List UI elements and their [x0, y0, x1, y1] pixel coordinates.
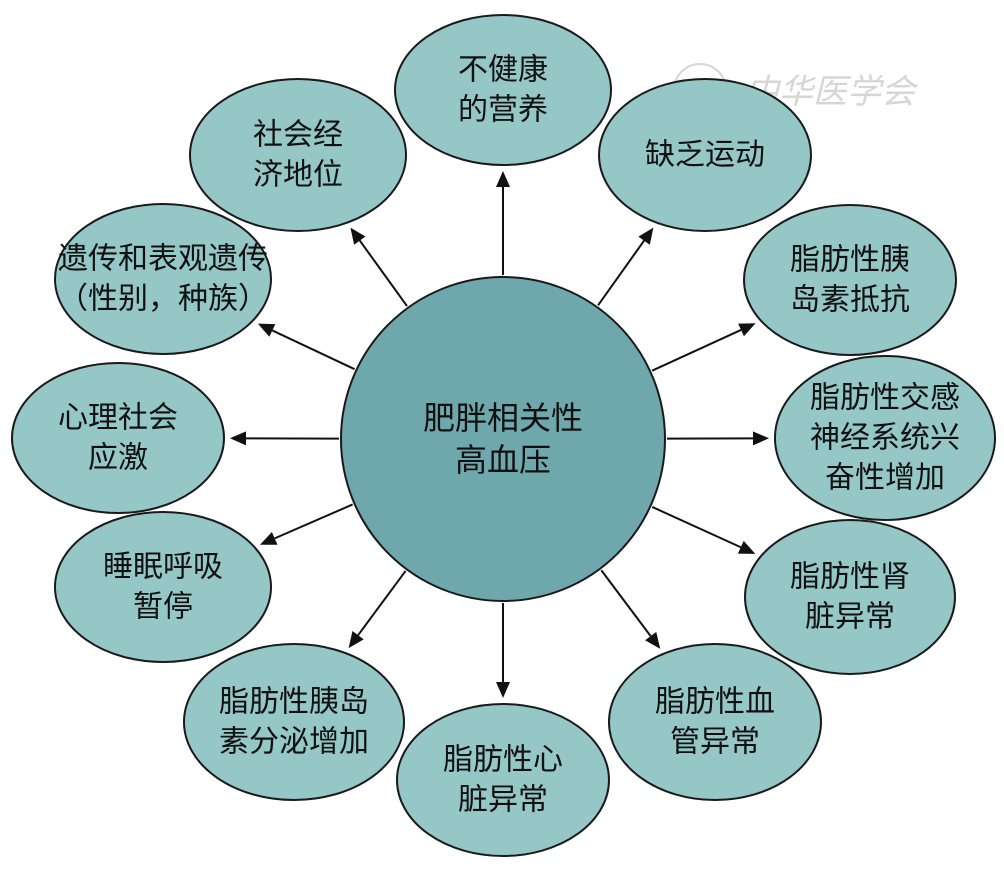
- node-label-unhealthy-nutrition-line-2: 的营养: [458, 93, 548, 128]
- node-label-adipose-insulin-resistance-line-2: 岛素抵抗: [790, 283, 910, 318]
- node-ellipse-adipose-cardiac: [396, 703, 610, 857]
- node-ellipse-socioeconomic: [189, 78, 407, 232]
- arrow-to-sleep-apnea: [274, 503, 354, 540]
- arrow-head-socioeconomic: [350, 227, 366, 245]
- node-label-socioeconomic-line-1: 社会经: [253, 118, 343, 153]
- node-label-genetics-line-2: （性别，种族）: [58, 282, 268, 317]
- node-ellipse-adipose-insulin-secretion: [183, 643, 405, 801]
- node-ellipse-adipose-renal: [744, 519, 956, 675]
- arrows: [229, 171, 770, 698]
- node-lack-of-exercise: 缺乏运动: [598, 78, 812, 232]
- node-ellipse-adipose-sympathetic: [774, 355, 996, 521]
- arrow-head-lack-of-exercise: [638, 227, 654, 245]
- node-label-adipose-insulin-resistance-line-1: 脂肪性胰: [790, 243, 910, 278]
- node-ellipse-adipose-vascular: [608, 643, 822, 801]
- node-label-adipose-cardiac-line-1: 脂肪性心: [443, 743, 563, 778]
- node-label-adipose-renal-line-1: 脂肪性肾: [790, 560, 910, 595]
- node-label-adipose-vascular-line-1: 脂肪性血: [655, 685, 775, 720]
- arrow-head-adipose-vascular: [645, 631, 661, 649]
- node-label-sleep-apnea-line-2: 暂停: [133, 590, 193, 625]
- node-ellipse-psychosocial-stress: [11, 362, 225, 514]
- node-label-lack-of-exercise-line-1: 缺乏运动: [645, 138, 765, 173]
- center-label-line-2: 高血压: [455, 441, 551, 479]
- node-ellipse-sleep-apnea: [54, 511, 272, 663]
- node-genetics: 遗传和表观遗传 （性别，种族）: [54, 203, 272, 355]
- arrow-head-adipose-insulin-resistance: [738, 323, 756, 337]
- node-label-adipose-insulin-secretion-line-1: 脂肪性胰岛: [219, 685, 369, 720]
- arrow-to-adipose-renal: [651, 506, 742, 549]
- arrow-head-adipose-sympathetic: [752, 431, 770, 446]
- node-label-adipose-insulin-secretion-line-2: 素分泌增加: [219, 725, 369, 760]
- node-ellipse-unhealthy-nutrition: [394, 14, 612, 166]
- arrow-to-adipose-insulin-secretion: [357, 570, 407, 636]
- node-label-genetics-line-1: 遗传和表观遗传: [58, 242, 268, 277]
- node-label-socioeconomic-line-2: 济地位: [253, 158, 343, 193]
- node-label-adipose-sympathetic-line-3: 奋性增加: [825, 461, 945, 496]
- arrow-head-sleep-apnea: [260, 531, 278, 545]
- arrow-to-adipose-vascular: [600, 569, 652, 637]
- arrow-to-genetics: [271, 329, 356, 371]
- arrow-head-adipose-insulin-secretion: [348, 631, 364, 649]
- node-label-adipose-sympathetic-line-1: 脂肪性交感: [810, 381, 960, 416]
- node-ellipse-genetics: [54, 203, 272, 355]
- node-label-psychosocial-stress-line-2: 应激: [88, 441, 148, 476]
- node-ellipse-lack-of-exercise: [598, 78, 812, 232]
- arrow-head-adipose-renal: [737, 540, 756, 554]
- arrow-head-adipose-cardiac: [496, 682, 510, 698]
- node-label-adipose-sympathetic-line-2: 神经系统兴: [810, 421, 960, 456]
- node-label-psychosocial-stress-line-1: 心理社会: [58, 401, 178, 436]
- arrow-to-lack-of-exercise: [597, 240, 645, 306]
- center-label-line-1: 肥胖相关性: [423, 399, 583, 437]
- node-ellipse-adipose-insulin-resistance: [743, 204, 957, 356]
- node-label-adipose-renal-line-2: 脏异常: [805, 600, 895, 635]
- nodes: 不健康的营养缺乏运动脂肪性胰岛素抵抗脂肪性交感神经系统兴奋性增加脂肪性肾脏异常脂…: [11, 14, 996, 857]
- arrow-to-socioeconomic: [358, 240, 408, 307]
- node-label-adipose-cardiac-line-2: 脏异常: [458, 783, 548, 818]
- node-label-adipose-vascular-line-2: 管异常: [670, 725, 760, 760]
- arrow-head-psychosocial-stress: [229, 431, 247, 446]
- node-label-sleep-apnea-line-1: 睡眠呼吸: [103, 550, 223, 585]
- arrow-head-unhealthy-nutrition: [496, 171, 510, 187]
- arrow-head-genetics: [257, 323, 276, 337]
- arrow-to-adipose-insulin-resistance: [651, 329, 742, 372]
- center-circle: [340, 276, 666, 602]
- node-label-unhealthy-nutrition-line-1: 不健康: [458, 53, 548, 88]
